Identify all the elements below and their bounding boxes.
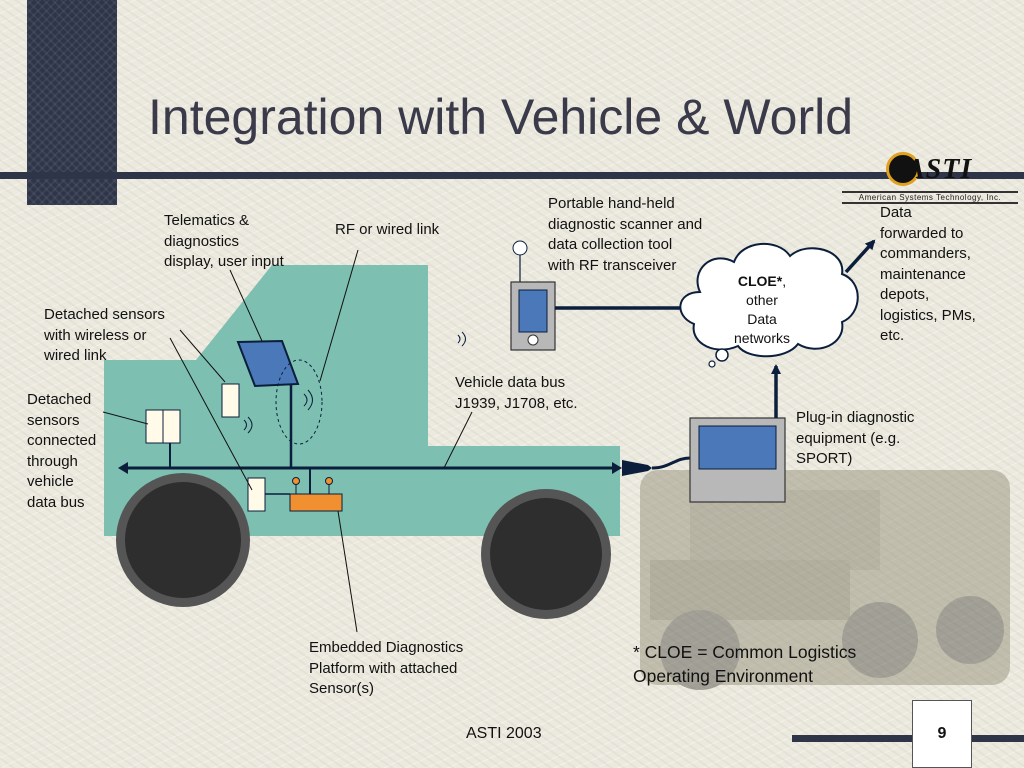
bus-end-right bbox=[612, 462, 622, 474]
bus-connector bbox=[622, 460, 652, 476]
label-line: Embedded Diagnostics bbox=[309, 639, 464, 656]
label-line: Plug-in diagnostic bbox=[796, 409, 915, 426]
label-line: Platform with attached bbox=[309, 659, 458, 677]
label-line: vehicle bbox=[27, 473, 74, 490]
label-line: logistics, PMs, bbox=[880, 306, 976, 324]
rf-signal-zone bbox=[275, 359, 323, 445]
label-line: Portable hand-held bbox=[548, 195, 675, 212]
telematics-display bbox=[236, 339, 300, 388]
label-line: Detached bbox=[27, 391, 92, 408]
label-line: forwarded to bbox=[880, 224, 964, 242]
label-line: display, user input bbox=[164, 253, 284, 270]
label-line: Data bbox=[880, 204, 912, 221]
cloe-label: CLOE*, other Data networks bbox=[722, 272, 802, 348]
label-line: depots, bbox=[880, 286, 930, 303]
label-line: sensors bbox=[27, 411, 80, 429]
label-line: through bbox=[27, 452, 78, 470]
title-accent-block bbox=[27, 0, 117, 205]
slide-title: Integration with Vehicle & World bbox=[148, 89, 854, 145]
label-line: data collection tool bbox=[548, 236, 673, 253]
logo-emblem bbox=[886, 152, 920, 186]
label-line: maintenance bbox=[880, 265, 966, 283]
label-line: with RF transceiver bbox=[548, 256, 677, 274]
label-line: Telematics & bbox=[164, 212, 250, 229]
page-number: 9 bbox=[912, 700, 972, 768]
cloe-line: other bbox=[746, 292, 778, 308]
label-vehicle-bus: Vehicle data bus J1939, J1708, etc. bbox=[455, 373, 578, 414]
label-portable-scanner: Portable hand-held diagnostic scanner an… bbox=[548, 194, 702, 276]
scanner-antenna bbox=[512, 240, 528, 256]
label-line: RF or wired link bbox=[335, 221, 440, 238]
label-line: commanders, bbox=[880, 245, 971, 262]
footnote-line: Operating Environment bbox=[633, 666, 813, 686]
label-line: etc. bbox=[880, 327, 905, 344]
cloe-name: CLOE* bbox=[737, 273, 783, 289]
connector-cable bbox=[651, 456, 691, 470]
truck-photo bbox=[640, 470, 1010, 690]
label-line: wired link bbox=[44, 347, 107, 364]
cloe-cloud bbox=[679, 243, 859, 358]
cloe-footnote: * CLOE = Common Logistics Operating Envi… bbox=[633, 640, 856, 688]
label-line: SPORT) bbox=[796, 450, 853, 467]
footnote-line: * CLOE = Common Logistics bbox=[633, 642, 857, 662]
label-plugin-equipment: Plug-in diagnostic equipment (e.g. SPORT… bbox=[796, 408, 914, 470]
footer-rule bbox=[792, 735, 1024, 742]
logo-subtitle: American Systems Technology, Inc. bbox=[842, 191, 1018, 204]
cloe-line: networks bbox=[733, 330, 791, 346]
label-line: Vehicle data bus bbox=[455, 374, 566, 391]
label-line: diagnostic scanner and bbox=[548, 215, 703, 233]
label-telematics: Telematics & diagnostics display, user i… bbox=[164, 211, 284, 273]
scanner-waves bbox=[457, 331, 466, 347]
embedded-platform bbox=[289, 493, 343, 512]
label-data-forwarded: Data forwarded to commanders, maintenanc… bbox=[880, 203, 976, 347]
label-line: with wireless or bbox=[44, 326, 147, 344]
label-detached-wireless: Detached sensors with wireless or wired … bbox=[44, 305, 165, 367]
label-line: J1939, J1708, etc. bbox=[455, 394, 578, 412]
title-rule bbox=[0, 172, 1024, 179]
wireless-sensor bbox=[221, 383, 240, 418]
cloe-comma: , bbox=[782, 273, 787, 289]
asti-logo: ASTI American Systems Technology, Inc. bbox=[838, 148, 1020, 206]
logo-text: ASTI bbox=[906, 154, 973, 185]
cloe-name-line: CLOE*, bbox=[722, 272, 802, 291]
label-rf-link: RF or wired link bbox=[335, 220, 439, 241]
cloe-line: Data bbox=[747, 311, 777, 327]
cloe-to-forward-arrow bbox=[844, 239, 876, 274]
platform-sensor bbox=[247, 477, 266, 512]
bus-sensor-right bbox=[162, 409, 181, 444]
label-line: equipment (e.g. bbox=[796, 429, 901, 447]
footer-text: ASTI 2003 bbox=[466, 725, 542, 742]
label-line: data bus bbox=[27, 493, 85, 511]
label-embedded-platform: Embedded Diagnostics Platform with attac… bbox=[309, 638, 463, 700]
bus-sensor-left bbox=[145, 409, 164, 444]
wireless-waves bbox=[243, 416, 253, 434]
label-line: connected bbox=[27, 432, 97, 449]
label-line: Detached sensors bbox=[44, 306, 165, 323]
leader-lines bbox=[102, 249, 473, 633]
label-line: Sensor(s) bbox=[309, 680, 375, 697]
label-detached-bus: Detached sensors connected through vehic… bbox=[27, 390, 96, 513]
label-line: diagnostics bbox=[164, 232, 240, 250]
bus-end-left bbox=[118, 462, 128, 474]
